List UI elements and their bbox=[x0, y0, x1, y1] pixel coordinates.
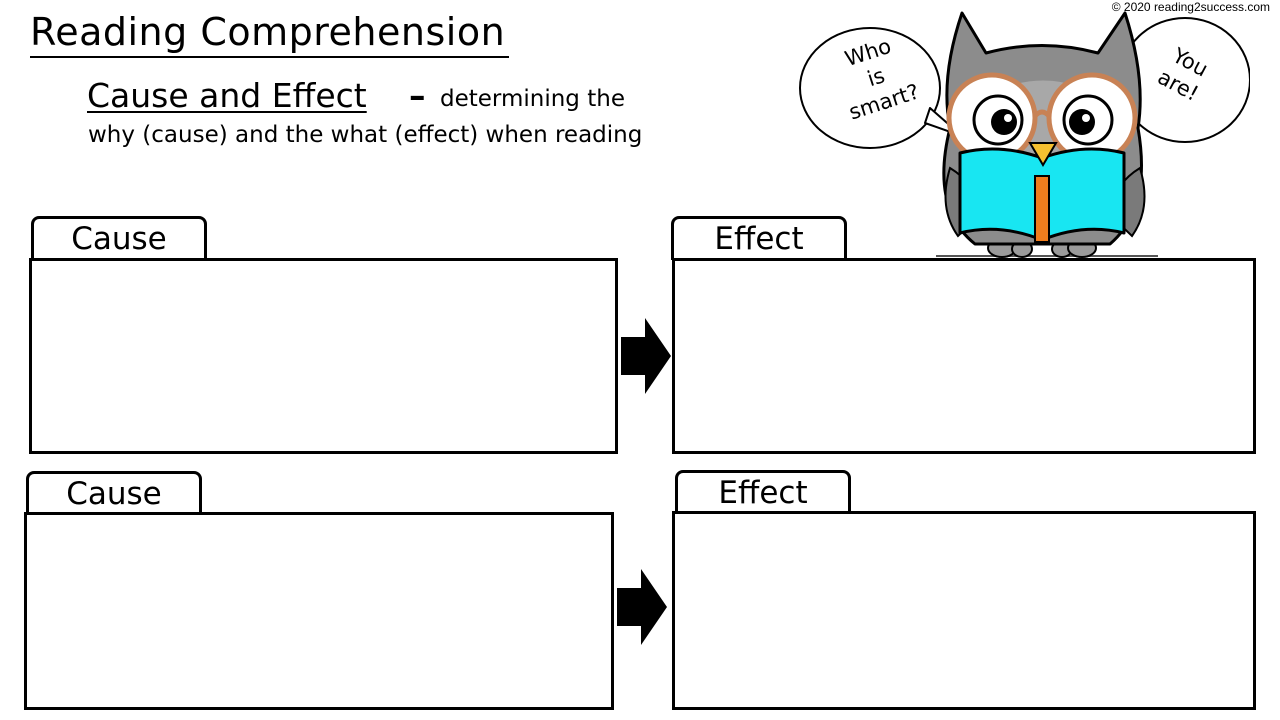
effect-label-2: Effect bbox=[675, 470, 851, 514]
effect-box-1[interactable] bbox=[672, 258, 1256, 454]
owl-eyes bbox=[972, 94, 1114, 146]
cause-box-2[interactable] bbox=[24, 512, 614, 710]
page-title: Reading Comprehension bbox=[30, 8, 510, 58]
description-line-1: determining the bbox=[440, 86, 625, 112]
description-line-2: why (cause) and the what (effect) when r… bbox=[88, 122, 643, 148]
cause-box-1[interactable] bbox=[29, 258, 618, 454]
copyright-notice: © 2020 reading2success.com bbox=[1111, 0, 1270, 14]
bookmark-icon bbox=[1034, 175, 1050, 243]
cause-label-2: Cause bbox=[26, 471, 202, 515]
effect-label-1: Effect bbox=[671, 216, 847, 260]
owl-beak bbox=[1028, 142, 1058, 167]
subtitle-dash: – bbox=[409, 76, 426, 115]
lesson-subtitle: Cause and Effect bbox=[87, 76, 367, 115]
cause-label-1: Cause bbox=[31, 216, 207, 260]
effect-box-2[interactable] bbox=[672, 511, 1256, 710]
arrow-right-icon bbox=[621, 318, 671, 394]
owl-illustration bbox=[799, 11, 1250, 258]
arrow-right-icon bbox=[617, 569, 667, 645]
